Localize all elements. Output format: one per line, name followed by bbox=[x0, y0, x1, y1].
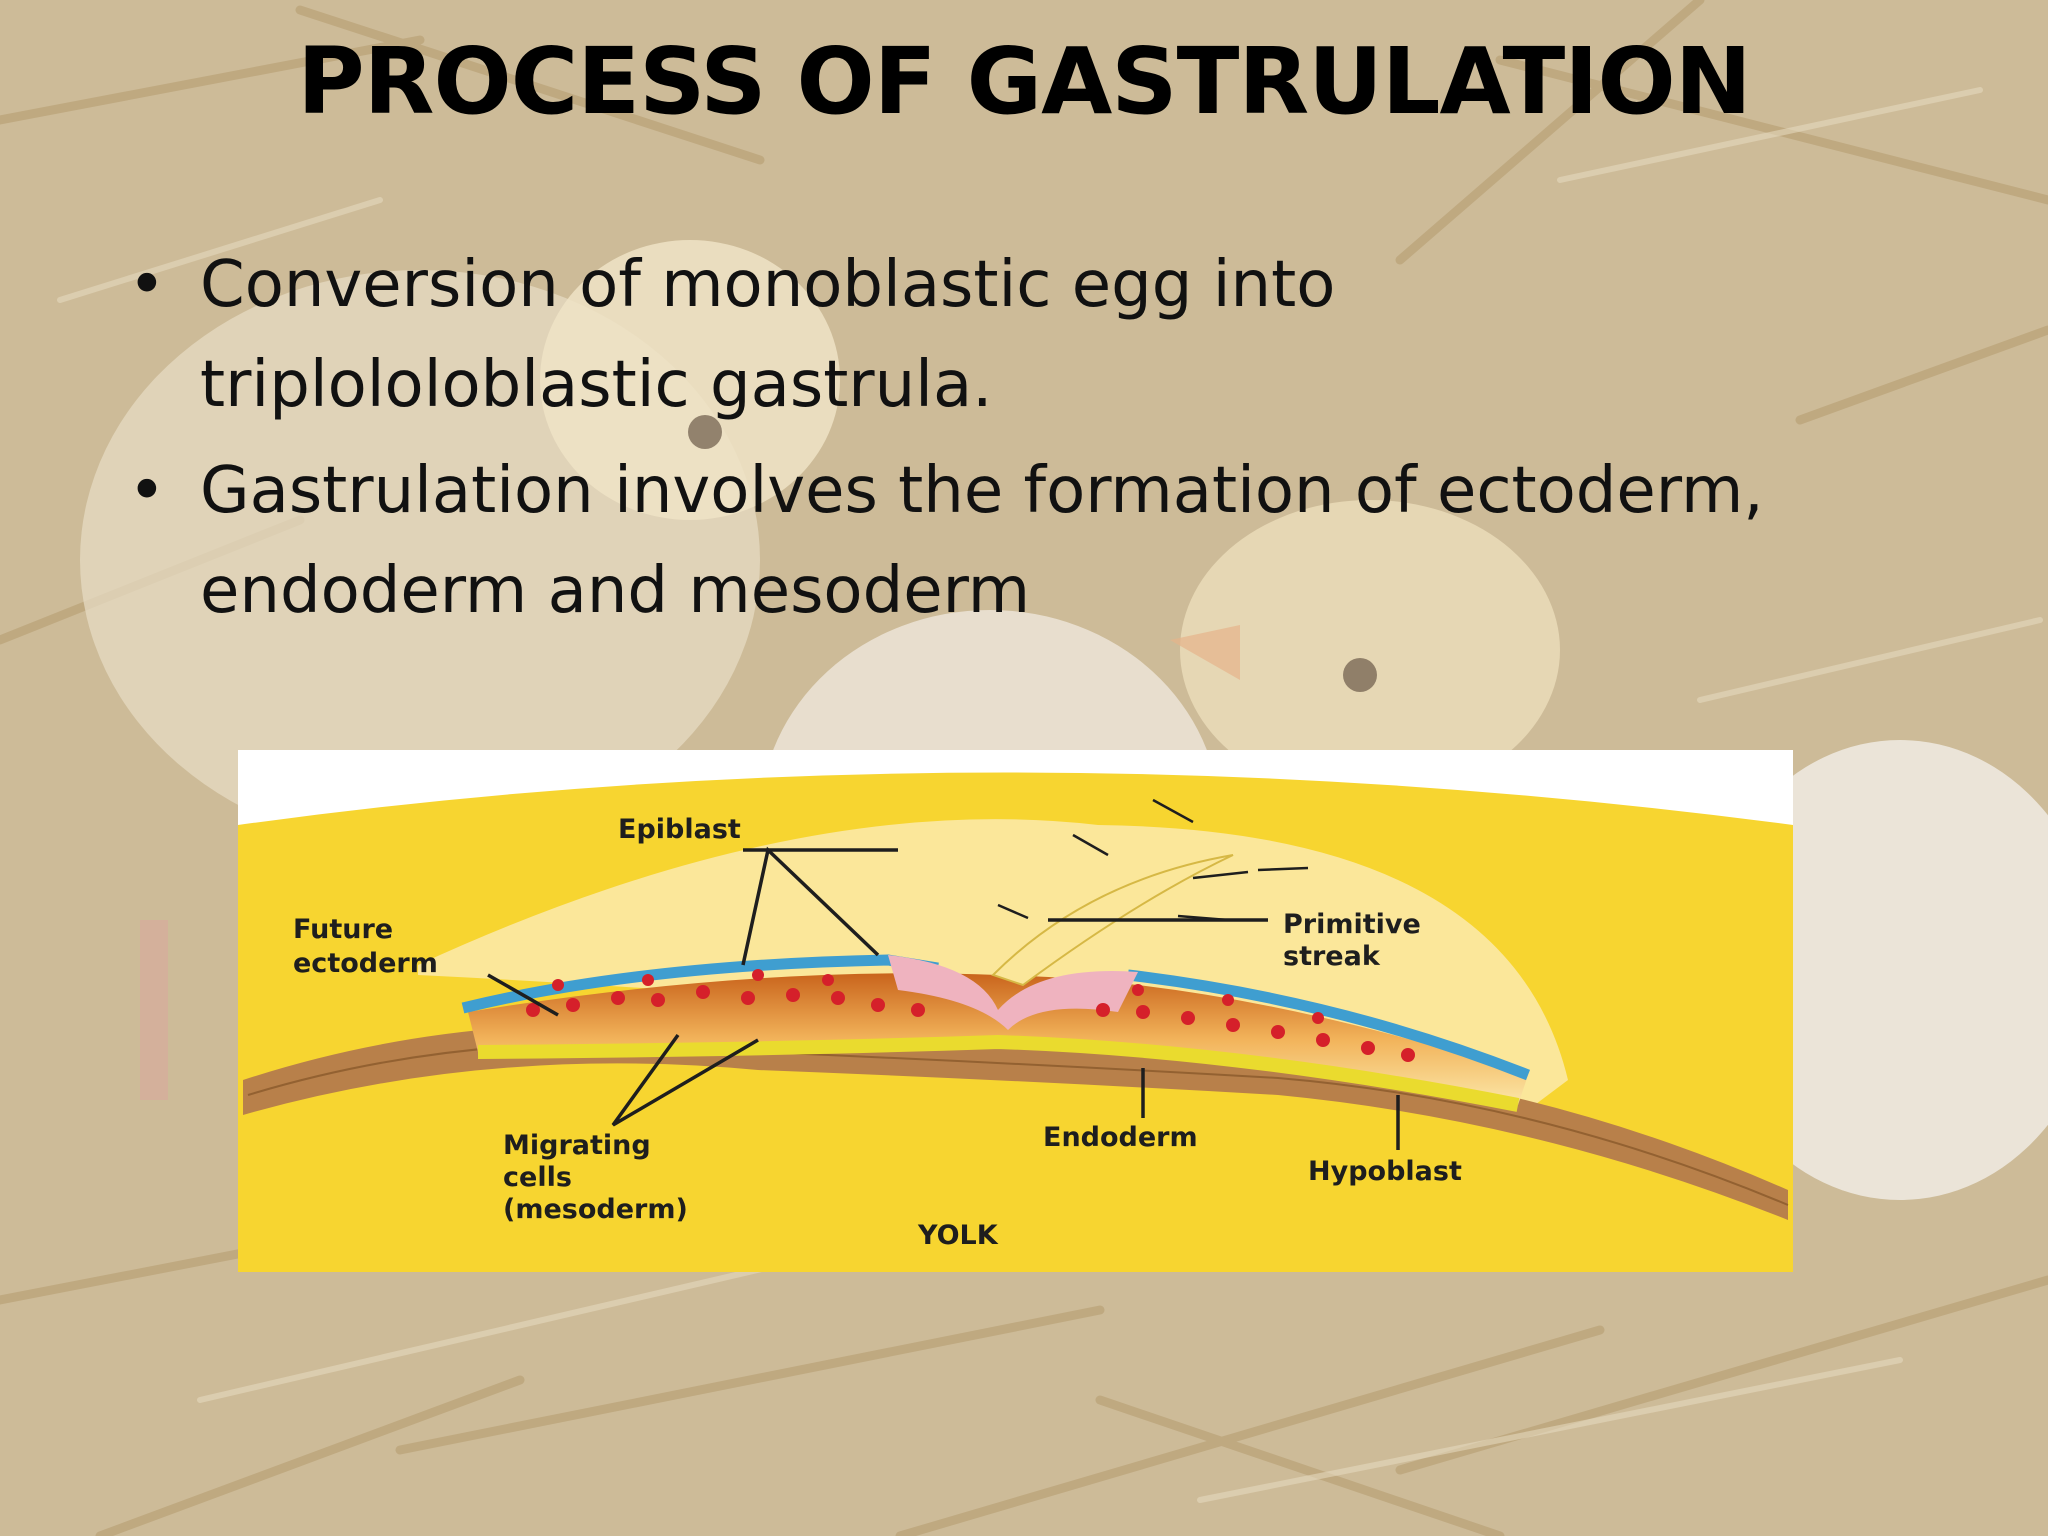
ectoderm-layer bbox=[1127, 969, 1531, 1081]
ectoderm-layer bbox=[461, 954, 939, 1014]
label-endoderm: Endoderm bbox=[1043, 1122, 1198, 1153]
bullet-list: • Conversion of monoblastic egg into tri… bbox=[120, 235, 1840, 647]
bullet-marker: • bbox=[128, 454, 166, 528]
label-migrating-cells: cells bbox=[503, 1162, 572, 1193]
gastrulation-diagram: Epiblast Future ectoderm Primitive strea… bbox=[238, 750, 1793, 1272]
label-migrating-cells: (mesoderm) bbox=[503, 1194, 688, 1225]
label-future-ectoderm: Future bbox=[293, 914, 393, 945]
slide-title: PROCESS OF GASTRULATION bbox=[297, 28, 1752, 135]
label-primitive-streak: streak bbox=[1283, 941, 1381, 972]
endoderm-layer bbox=[477, 1034, 1520, 1112]
label-migrating-cells: Migrating bbox=[503, 1130, 651, 1161]
bullet-text: Gastrulation involves the formation of e… bbox=[200, 454, 1764, 628]
label-epiblast: Epiblast bbox=[618, 814, 741, 845]
label-yolk: YOLK bbox=[917, 1220, 999, 1251]
bullet-item: • Conversion of monoblastic egg into tri… bbox=[120, 235, 1840, 435]
label-future-ectoderm: ectoderm bbox=[293, 948, 438, 979]
bullet-item: • Gastrulation involves the formation of… bbox=[120, 441, 1840, 641]
bullet-marker: • bbox=[128, 248, 166, 322]
label-hypoblast: Hypoblast bbox=[1308, 1156, 1462, 1187]
bullet-text: Conversion of monoblastic egg into tripl… bbox=[200, 248, 1336, 422]
label-primitive-streak: Primitive bbox=[1283, 909, 1421, 940]
primitive-streak bbox=[888, 955, 1138, 1030]
